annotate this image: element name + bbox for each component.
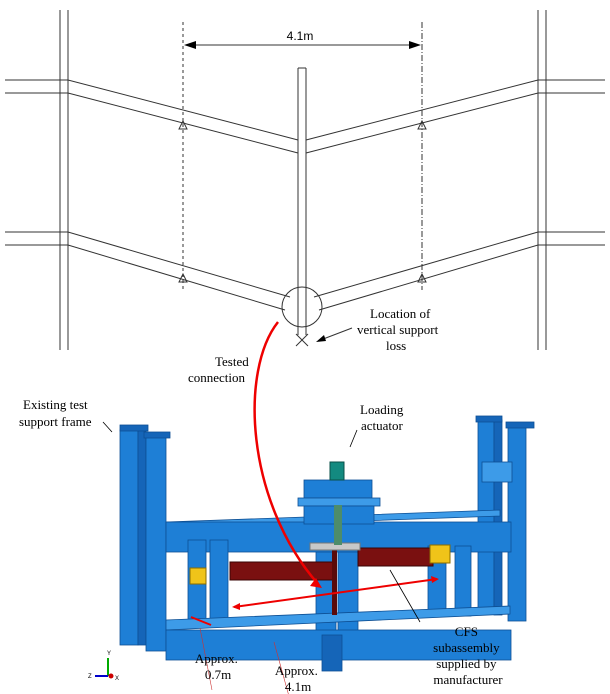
svg-text:Y: Y <box>107 651 111 657</box>
dashed-gridlines <box>182 22 423 290</box>
frame-label: Existing test support frame <box>19 397 92 429</box>
cfs-beam <box>229 561 336 581</box>
tested-connection-label: Tested connection <box>188 354 252 385</box>
bracket-left <box>189 567 207 585</box>
red-dimension-arrows <box>190 576 439 626</box>
approx-long-label: Approx. 4.1m <box>275 663 321 694</box>
test-rig-model: Y Z X <box>88 415 535 694</box>
tested-connection-arrow <box>253 321 319 585</box>
svg-text:X: X <box>115 676 119 682</box>
location-label: Location of vertical support loss <box>357 306 441 353</box>
center-column <box>297 67 307 335</box>
left-column <box>59 10 69 350</box>
axis-triad: Y Z X <box>88 651 119 682</box>
tested-connection-circle <box>281 286 323 328</box>
upper-beam <box>5 79 605 154</box>
support-icons <box>178 119 427 283</box>
approx-short-label: Approx. 0.7m <box>195 651 241 682</box>
dimension-label: 4.1m <box>287 29 314 43</box>
lower-beam <box>5 231 605 311</box>
bracket-right <box>429 544 451 564</box>
frame-elevation-drawing: 4.1m Location of vertical support loss T… <box>5 10 605 385</box>
actuator-label: Loading actuator <box>360 402 407 433</box>
actuator <box>329 461 345 481</box>
svg-text:Z: Z <box>88 674 92 680</box>
cfs-label: CFS subassembly supplied by manufacturer <box>433 624 503 687</box>
dimension-arrow: 4.1m <box>184 29 421 49</box>
support-loss-x-icon <box>295 333 309 347</box>
right-column <box>537 10 547 350</box>
